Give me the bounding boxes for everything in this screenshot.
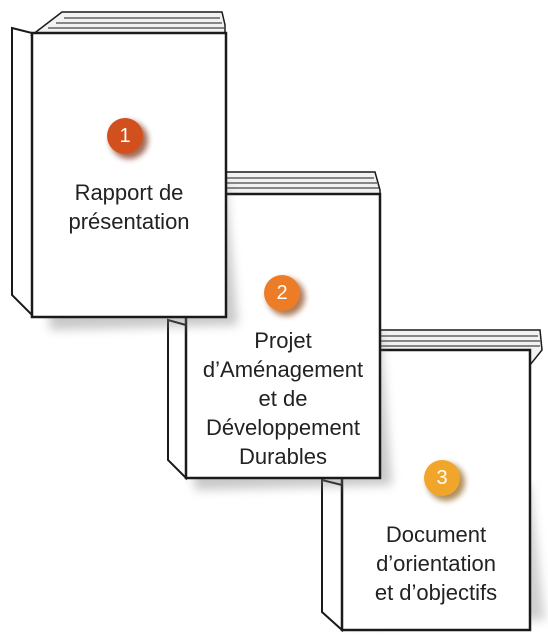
book-2-spine [167, 318, 187, 481]
book-1-title: Rapport de présentation [32, 178, 226, 236]
book-1-title-line: présentation [68, 209, 190, 234]
book-2 [167, 171, 392, 490]
badge-3 [424, 460, 465, 501]
book-1-title-line: Rapport de [74, 180, 184, 205]
badge-2-number: 2 [276, 282, 288, 304]
book-2-title: Projet d’Aménagement et de Développement… [186, 326, 380, 471]
book-1-cover [30, 31, 228, 319]
book-1 [11, 11, 238, 330]
book-3-spine [321, 478, 343, 633]
book-3-title-line: et d’objectifs [374, 580, 498, 605]
badge-1 [107, 118, 148, 159]
book-2-title-line: Durables [238, 444, 328, 469]
book-2-title-line: d’Aménagement [202, 357, 364, 382]
book-2-title-line: et de [258, 386, 308, 411]
book-3-title-line: d’orientation [376, 551, 496, 576]
book-1-spine [11, 26, 33, 318]
badge-3-number: 3 [436, 467, 448, 489]
book-3-title: Document d’orientation et d’objectifs [342, 520, 530, 607]
book-3-title-line: Document [385, 522, 487, 547]
badge-1-number: 1 [119, 125, 131, 147]
book-2-title-line: Projet [254, 328, 312, 353]
badge-2 [264, 275, 305, 316]
book-2-title-line: Développement [205, 415, 361, 440]
